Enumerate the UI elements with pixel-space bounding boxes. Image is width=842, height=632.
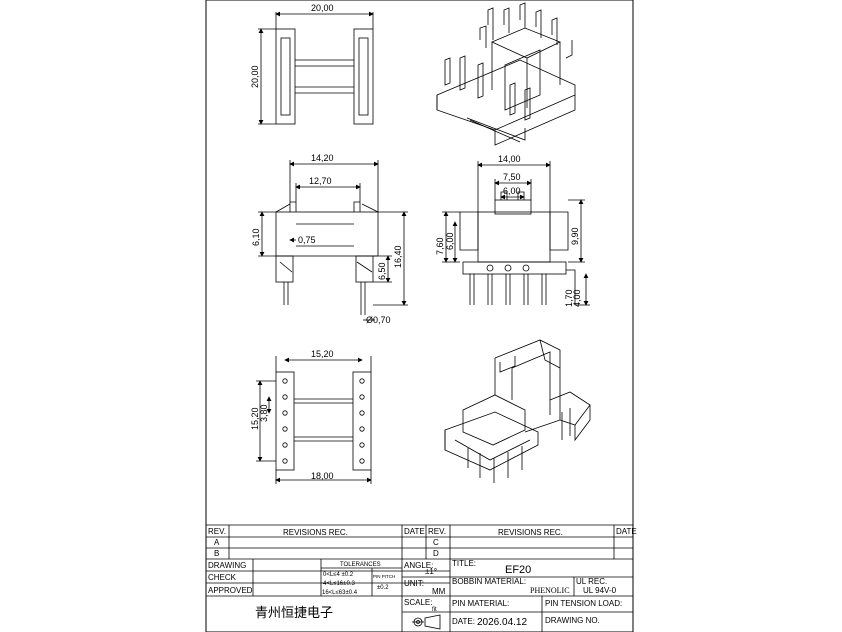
tb-rev-1: REV. [208, 527, 226, 536]
front-view [258, 160, 408, 321]
side-view [442, 161, 590, 306]
dim-side-left-inner: 6,00 [445, 232, 455, 250]
tb-row-c: C [433, 538, 439, 547]
tb-revisions-rec-1: REVISIONS REC. [283, 528, 348, 537]
tb-bobbin-material-val: PHENOLIC [530, 586, 570, 595]
tb-date-val: 2026.04.12 [477, 617, 527, 628]
tb-row-a: A [214, 538, 220, 547]
tb-row-d: D [433, 549, 439, 558]
dim-top-width: 20,00 [311, 3, 334, 13]
dim-bottom-height: 15,20 [250, 407, 260, 430]
dim-bottom-width-top: 15,20 [311, 349, 334, 359]
tb-date-2: DATE [616, 527, 637, 536]
tb-rev-2: REV. [428, 527, 446, 536]
tb-revisions-rec-2: REVISIONS REC. [498, 528, 563, 537]
tb-ul-rec-val: UL 94V-0 [583, 586, 617, 595]
sheet-border [205, 0, 634, 632]
dim-side-top-outer: 7,50 [503, 172, 521, 182]
dim-front-left-height: 6,10 [251, 228, 261, 246]
dim-side-pin-b: 4,00 [572, 289, 582, 307]
title-block [206, 524, 633, 632]
tb-tolerances: TOLERANCES [340, 562, 381, 568]
dim-front-total-height: 16,40 [393, 245, 403, 268]
tb-unit-val: MM [432, 587, 446, 596]
top-view [258, 11, 374, 125]
tb-drawing: DRAWING [208, 561, 246, 570]
tb-tol-2: 4<L≤16±0.3 [323, 581, 355, 587]
tb-scale-val: fit [432, 607, 437, 613]
tb-pin-pitch-tol: ±0.2 [377, 585, 389, 591]
tb-approved: APPROVED [208, 586, 253, 595]
tb-ul-rec: UL REC. [576, 577, 607, 586]
tb-scale: SCALE: [404, 598, 432, 607]
dim-bottom-pitch: 3,80 [259, 404, 269, 422]
dim-top-height: 20,00 [250, 65, 260, 88]
dim-front-width-outer: 14,20 [311, 153, 334, 163]
tb-angle: ANGLE: [404, 561, 433, 570]
isometric-view-top [436, 2, 576, 146]
isometric-view-bottom [444, 339, 591, 483]
tb-check: CHECK [208, 573, 237, 582]
tb-pin-pitch: PIN PITCH [373, 574, 395, 579]
dim-front-wall: 0,75 [298, 235, 316, 245]
tb-date-1: DATE [404, 527, 425, 536]
tb-drawing-no: DRAWING NO. [545, 616, 600, 625]
dim-side-pin-a: 1,70 [564, 289, 574, 307]
bottom-view [256, 356, 372, 484]
tb-tol-3: 16<L≤63±0.4 [322, 590, 358, 596]
dim-side-top-inner: 6,00 [503, 186, 521, 196]
dim-side-left-outer: 7,60 [435, 237, 445, 255]
tb-row-b: B [214, 549, 219, 558]
projection-symbol-icon [412, 614, 441, 630]
dim-front-width-inner: 12,70 [309, 176, 332, 186]
dim-side-right: 9,90 [570, 227, 580, 245]
dim-bottom-width-bottom: 18,00 [311, 471, 334, 481]
tb-pin-material: PIN MATERIAL: [452, 599, 509, 608]
tb-title-label: TITLE: [452, 559, 476, 568]
tb-tol-1: 0<L≤4 ±0.2 [323, 572, 354, 578]
dim-side-width: 14,00 [498, 154, 521, 164]
dim-pin-diameter: Ø0,70 [366, 315, 391, 325]
tb-date-label: DATE: [452, 617, 475, 626]
tb-angle-val: ±1° [425, 567, 437, 576]
company-name: 青州恒捷电子 [255, 606, 333, 621]
dim-front-pin-height: 6,50 [377, 262, 387, 280]
tb-bobbin-material: BOBBIN MATERIAL: [452, 577, 526, 586]
tb-unit: UNIT: [404, 579, 424, 588]
tb-pin-tension-load: PIN TENSION LOAD: [545, 599, 622, 608]
tb-title-val: EF20 [505, 564, 531, 576]
